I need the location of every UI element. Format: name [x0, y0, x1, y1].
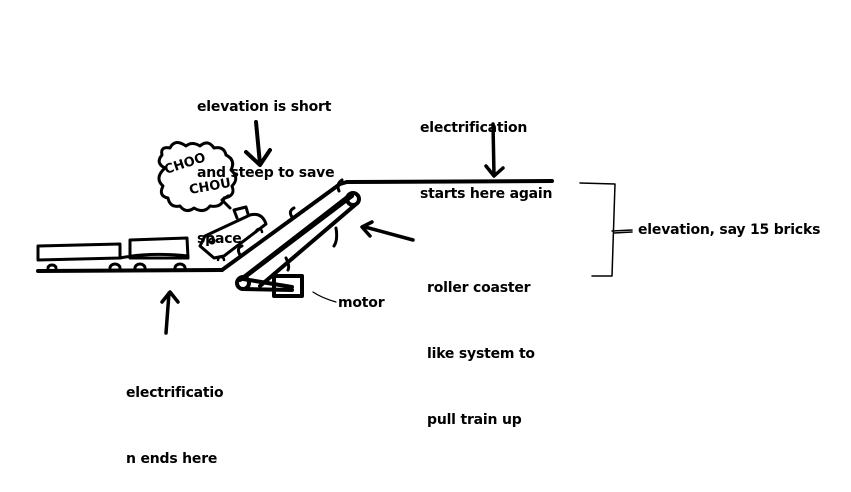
label-motor: motor	[338, 295, 385, 311]
ramp-bracket	[236, 178, 344, 272]
smoke-cloud-icon	[157, 141, 238, 213]
label-elevation-short: elevation is short and steep to save spa…	[197, 52, 335, 272]
wagon-1	[36, 242, 122, 262]
arrow-down-elevation-short	[244, 120, 272, 167]
label-line: starts here again	[420, 186, 553, 202]
belt-top-pulley	[345, 191, 361, 207]
label-line: electrificatio	[126, 385, 224, 401]
label-line: elevation is short	[197, 99, 332, 115]
smoke-text-line-2: CHOU	[188, 176, 232, 198]
label-line: space	[197, 231, 242, 247]
wagon-2	[118, 236, 190, 260]
label-electrification-ends: electrificatio n ends here	[126, 338, 224, 492]
lower-track	[36, 268, 224, 273]
motor-belt	[241, 277, 294, 292]
motor-box	[272, 274, 304, 298]
elevation-pointer	[611, 229, 633, 234]
motor-pointer	[312, 291, 337, 303]
upper-track	[345, 179, 554, 184]
label-line: like system to	[427, 346, 535, 362]
diagram-canvas: CHOO CHOU	[36, 120, 633, 335]
label-line: roller coaster	[427, 280, 531, 296]
label-line: and steep to save	[197, 165, 335, 181]
arrow-up-electrification-ends	[160, 290, 180, 335]
label-line: pull train up	[427, 412, 522, 428]
label-roller-coaster: roller coaster like system to pull train…	[427, 233, 535, 453]
label-line: electrification	[420, 120, 528, 136]
loco-window	[208, 237, 216, 245]
wagon-wheels	[46, 262, 187, 270]
arrow-left-roller-coaster	[360, 220, 415, 242]
label-elevation-height: elevation, say 15 bricks	[638, 222, 821, 238]
arrow-down-electrification-starts	[484, 122, 505, 178]
label-electrification-starts: electrification starts here again	[420, 73, 552, 227]
elevation-bracket	[579, 182, 616, 277]
loco-wheels	[216, 227, 264, 262]
label-line: n ends here	[126, 451, 218, 467]
conveyor-belt	[243, 194, 357, 288]
